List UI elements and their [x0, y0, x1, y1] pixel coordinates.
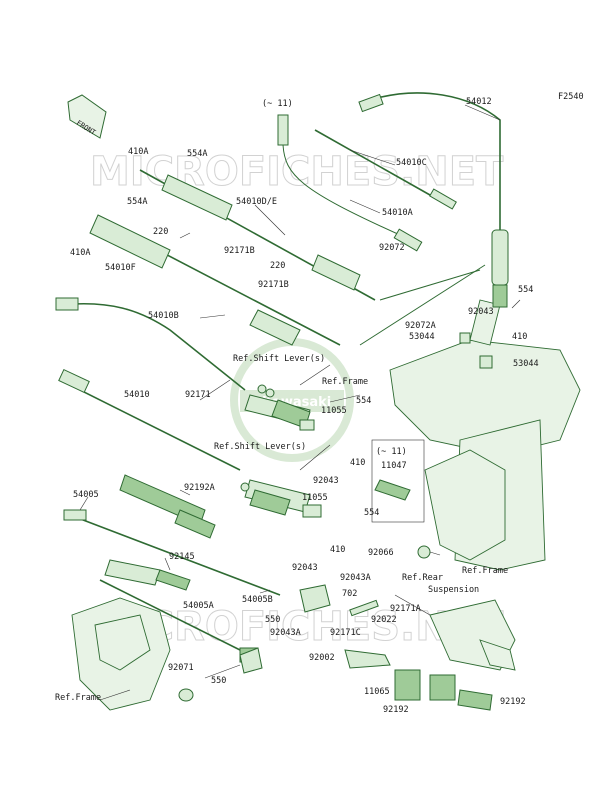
rear-suspension-arm	[429, 599, 516, 671]
label-410a-2: 410A	[70, 248, 90, 258]
label-92171b-1: 92171B	[224, 246, 255, 256]
cable-54010f	[89, 214, 341, 346]
label-92022: 92022	[371, 615, 397, 625]
leader-lines	[79, 104, 521, 701]
label-92002: 92002	[309, 653, 335, 663]
label-54005a: 54005A	[183, 601, 214, 611]
label-92171c: 92171C	[330, 628, 361, 638]
label-11047: 11047	[381, 461, 407, 471]
label-54010b: 54010B	[148, 311, 179, 321]
label-410-2: 410	[350, 458, 365, 468]
pin-702	[349, 599, 379, 617]
label-554-1: 554	[518, 285, 533, 295]
label-53044-2: 53044	[513, 359, 539, 369]
label-554a-1: 554A	[187, 149, 207, 159]
label-54010f: 54010F	[105, 263, 136, 273]
label-92171b-2: 92171B	[258, 280, 289, 290]
label-92171a: 92171A	[390, 604, 421, 614]
label-92043a-2: 92043A	[270, 628, 301, 638]
label-ref-frame-1: Ref.Frame	[322, 377, 368, 387]
label-53044-1: 53044	[409, 332, 435, 342]
label-note-11a: (~ 11)	[262, 99, 293, 109]
label-410-1: 410	[512, 332, 527, 342]
label-92043-3: 92043	[292, 563, 318, 573]
label-ref-shift-2: Ref.Shift Lever(s)	[214, 442, 306, 452]
label-suspension: Suspension	[428, 585, 479, 595]
label-54010: 54010	[124, 390, 150, 400]
spring-92192	[394, 669, 493, 711]
cable-54010c	[277, 114, 457, 236]
label-ref-frame-2: Ref.Frame	[462, 566, 508, 576]
label-92192a: 92192A	[184, 483, 215, 493]
label-92066: 92066	[368, 548, 394, 558]
frame-upper-right	[389, 299, 581, 571]
label-92071: 92071	[168, 663, 194, 673]
label-ref-frame-3: Ref.Frame	[55, 693, 101, 703]
cable-54010a	[393, 228, 423, 252]
label-92072a: 92072A	[405, 321, 436, 331]
label-550-1: 550	[265, 615, 280, 625]
frame-lower-left	[71, 597, 171, 711]
label-54010de: 54010D/E	[236, 197, 277, 207]
cable-54010de	[139, 169, 376, 301]
label-11055-2: 11055	[302, 493, 328, 503]
label-11055-1: 11055	[321, 406, 347, 416]
label-702: 702	[342, 589, 357, 599]
label-410-3: 410	[330, 545, 345, 555]
label-ref-rear: Ref.Rear	[402, 573, 443, 583]
bracket-53044	[459, 332, 493, 369]
label-92192-2: 92192	[500, 697, 526, 707]
label-220-1: 220	[153, 227, 168, 237]
label-92043-1: 92043	[468, 307, 494, 317]
label-54012: 54012	[466, 97, 492, 107]
label-92171: 92171	[185, 390, 211, 400]
label-54005: 54005	[73, 490, 99, 500]
label-11065: 11065	[364, 687, 390, 697]
spring-92145	[155, 569, 191, 591]
grommet-92066	[417, 545, 431, 559]
label-92043-2: 92043	[313, 476, 339, 486]
front-arrow-icon: FRONT	[67, 94, 107, 139]
label-54010c: 54010C	[396, 158, 427, 168]
label-554-2: 554	[356, 396, 371, 406]
label-554-3: 554	[364, 508, 379, 518]
grommet-92071	[178, 688, 194, 702]
label-54010a: 54010A	[382, 208, 413, 218]
rod-92072	[359, 264, 486, 346]
watermark-top: MICROFICHES.NET	[90, 149, 504, 195]
label-92192-1: 92192	[383, 705, 409, 715]
label-54005b: 54005B	[242, 595, 273, 605]
spring-11047	[371, 439, 425, 523]
spring-92192a	[119, 474, 216, 539]
label-92043a-1: 92043A	[340, 573, 371, 583]
label-550-2: 550	[211, 676, 226, 686]
label-note-11b: (~ 11)	[376, 447, 407, 457]
label-92072: 92072	[379, 243, 405, 253]
label-410a-1: 410A	[128, 147, 148, 157]
lever-bracket	[239, 584, 391, 674]
cable-54012	[358, 92, 509, 308]
label-92145: 92145	[169, 552, 195, 562]
label-ref-shift-1: Ref.Shift Lever(s)	[233, 354, 325, 364]
label-554a-2: 554A	[127, 197, 147, 207]
label-220-2: 220	[270, 261, 285, 271]
diagram-code: F2540	[558, 92, 584, 102]
shift-parts	[240, 384, 322, 518]
